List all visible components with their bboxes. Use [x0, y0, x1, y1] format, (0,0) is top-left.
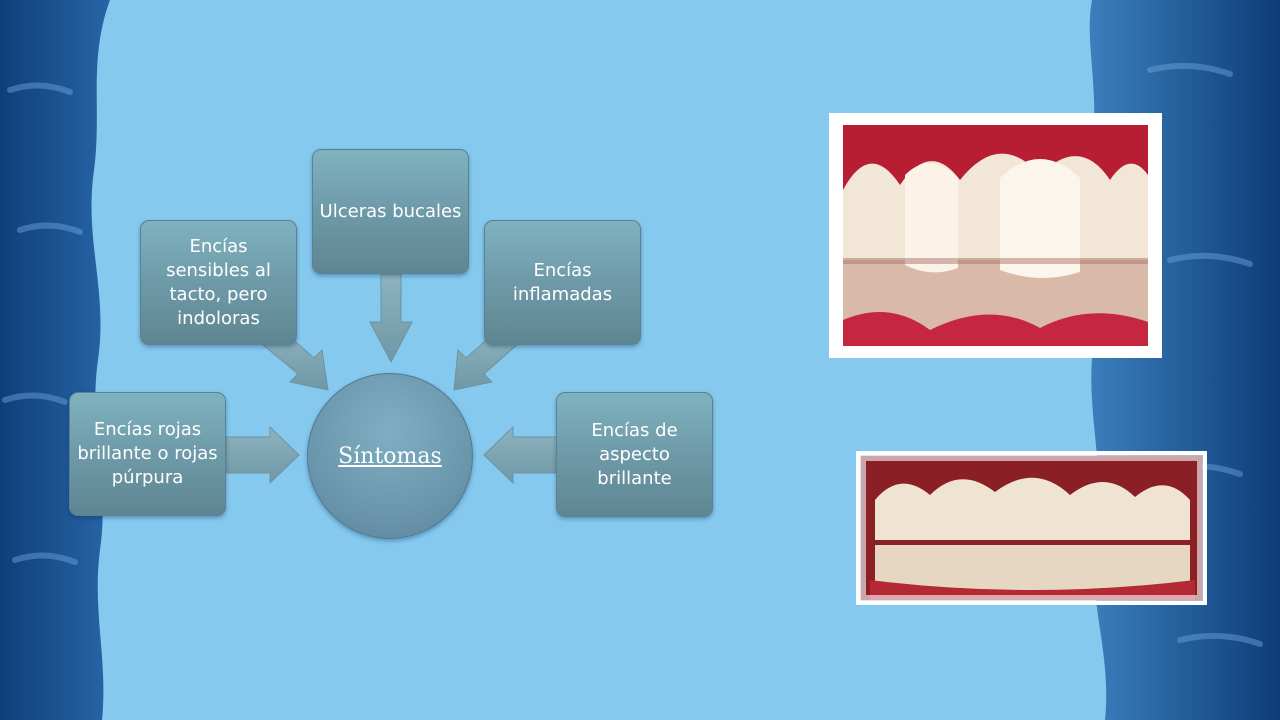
arrow-left — [225, 425, 300, 485]
center-label: Síntomas — [338, 443, 442, 469]
arrow-top — [369, 273, 413, 364]
node-encias-brillante: Encías de aspecto brillante — [556, 392, 713, 517]
node-encias-inflamadas: Encías inflamadas — [484, 220, 641, 345]
node-ulceras: Ulceras bucales — [312, 149, 469, 274]
center-circle: Síntomas — [307, 373, 473, 539]
gum-photo-2 — [856, 451, 1207, 605]
node-encias-rojas: Encías rojas brillante o rojas púrpura — [69, 392, 226, 516]
photo-frame-2 — [856, 451, 1207, 605]
photo-frame-1 — [829, 113, 1162, 358]
arrow-right — [483, 425, 558, 485]
gum-photo-1 — [843, 125, 1148, 346]
node-encias-sensibles: Encías sensibles al tacto, pero indolora… — [140, 220, 297, 345]
